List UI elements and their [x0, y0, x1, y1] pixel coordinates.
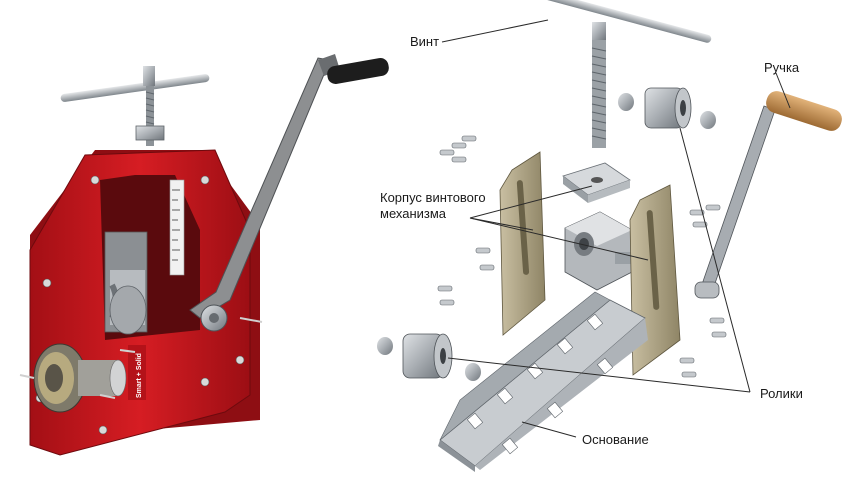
label-housing-line2: механизма — [380, 206, 447, 221]
assembled-crank-handle — [189, 54, 389, 332]
assembled-left-roller — [33, 343, 127, 413]
label-handle: Ручка — [764, 60, 800, 75]
leader-lines — [441, 19, 791, 438]
exploded-bolts — [437, 135, 727, 378]
exploded-base — [438, 291, 648, 472]
exploded-view — [377, 0, 842, 472]
label-rollers: Ролики — [760, 386, 803, 401]
label-base: Основание — [582, 432, 649, 447]
assembled-bender: Smart + Solid — [19, 54, 389, 456]
label-housing-line1: Корпус винтового — [380, 190, 486, 205]
exploded-screw — [488, 0, 712, 148]
exploded-slider-block — [564, 211, 637, 291]
exploded-handle — [694, 91, 842, 299]
exploded-roller-bottom — [377, 333, 481, 381]
label-screw: Винт — [410, 34, 440, 49]
assembled-screw — [60, 66, 210, 146]
exploded-roller-top — [618, 87, 716, 129]
brand-text: Smart + Solid — [136, 353, 143, 398]
